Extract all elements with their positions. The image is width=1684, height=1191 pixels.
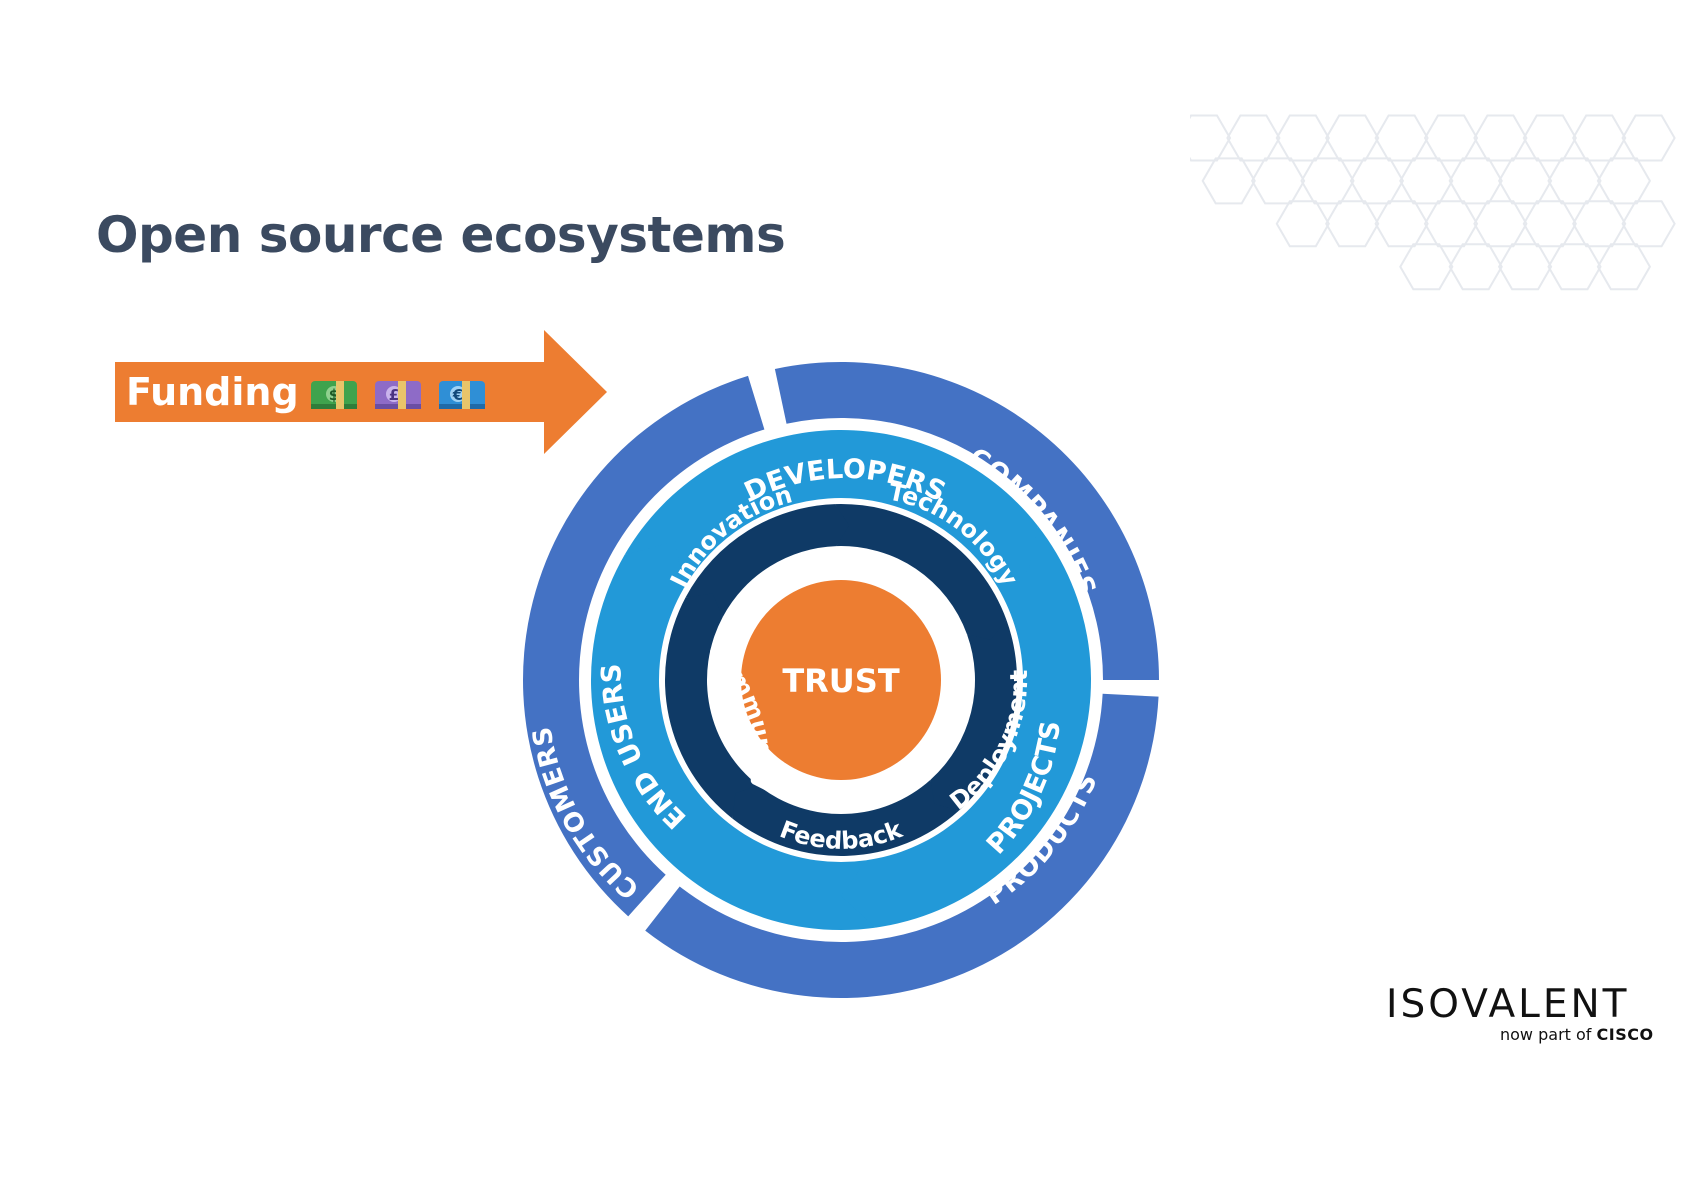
hexagon-shape — [1448, 243, 1503, 291]
hexagon-shape — [1399, 157, 1454, 205]
svg-text:€: € — [452, 386, 463, 404]
euro-banknote-icon: € — [439, 381, 485, 409]
hexagon-shape — [1547, 243, 1602, 291]
hexagon-shape — [1300, 157, 1355, 205]
middle-ring — [591, 429, 1091, 930]
middle-segment-end-users — [591, 541, 876, 930]
outer-ring — [523, 362, 1159, 998]
slide-title: Open source ecosystems — [96, 206, 786, 264]
inner-ring — [665, 504, 1017, 856]
logo-subtitle-prefix: now part of — [1500, 1025, 1592, 1044]
hexagon-shape — [1547, 157, 1602, 205]
hexagon-shape — [1275, 200, 1330, 248]
hexagon-pattern — [1190, 114, 1676, 291]
svg-text:£: £ — [389, 386, 399, 404]
isovalent-logo: ISOVALENT — [1386, 982, 1630, 1027]
hexagon-shape — [1399, 243, 1454, 291]
outer-segment-companies — [774, 362, 1159, 680]
hexagon-shape — [1374, 114, 1429, 162]
svg-text:$: $ — [329, 386, 339, 404]
hexagon-shape — [1596, 243, 1652, 291]
outer-segment-products — [645, 693, 1159, 998]
hexagon-shape — [1448, 157, 1503, 205]
pound-banknote-icon: £ — [375, 381, 421, 409]
funding-label: Funding — [126, 370, 299, 414]
middle-segment-projects — [833, 526, 1091, 928]
cisco-wordmark: CISCO — [1596, 1025, 1654, 1044]
hexagon-shape — [1349, 157, 1405, 205]
inner-segment-community — [665, 593, 759, 819]
hexagon-shape — [1473, 114, 1528, 162]
hexagon-shape — [1374, 200, 1429, 248]
hexagon-shape — [1621, 200, 1676, 248]
hexagon-shape — [1226, 114, 1281, 162]
hexagon-shape — [1497, 157, 1553, 205]
hexagon-shape — [1190, 114, 1232, 162]
logo-subtitle: now part of CISCO — [1500, 1025, 1654, 1044]
hexagon-shape — [1250, 157, 1306, 205]
ecosystem-diagram: TRUST COMPANIES PRODUCTS CUSTOMERS DEVEL… — [523, 362, 1159, 998]
hexagon-shape — [1572, 114, 1627, 162]
hexagon-shape — [1522, 114, 1577, 162]
outer-segment-customers — [523, 375, 765, 917]
dollar-banknote-icon: $ — [311, 381, 357, 409]
hexagon-shape — [1423, 200, 1479, 248]
hexagon-shape — [1497, 243, 1553, 291]
hexagon-shape — [1522, 200, 1577, 248]
trust-label: TRUST — [782, 662, 900, 700]
hexagon-shape — [1325, 200, 1380, 248]
hexagon-shape — [1572, 200, 1627, 248]
inner-segment-feedback — [732, 779, 959, 856]
middle-segment-developers — [624, 429, 1039, 589]
trust-circle — [741, 580, 941, 780]
inner-segment-deployment — [930, 619, 1017, 811]
inner-segment-innovation — [685, 504, 852, 618]
funding-arrow — [115, 330, 607, 454]
inner-segment-technology — [834, 504, 1007, 643]
hexagon-shape — [1201, 157, 1256, 205]
hexagon-shape — [1473, 200, 1528, 248]
hexagon-shape — [1621, 114, 1676, 162]
hexagon-shape — [1275, 114, 1330, 162]
hexagon-shape — [1325, 114, 1380, 162]
hexagon-shape — [1423, 114, 1479, 162]
hexagon-shape — [1596, 157, 1652, 205]
